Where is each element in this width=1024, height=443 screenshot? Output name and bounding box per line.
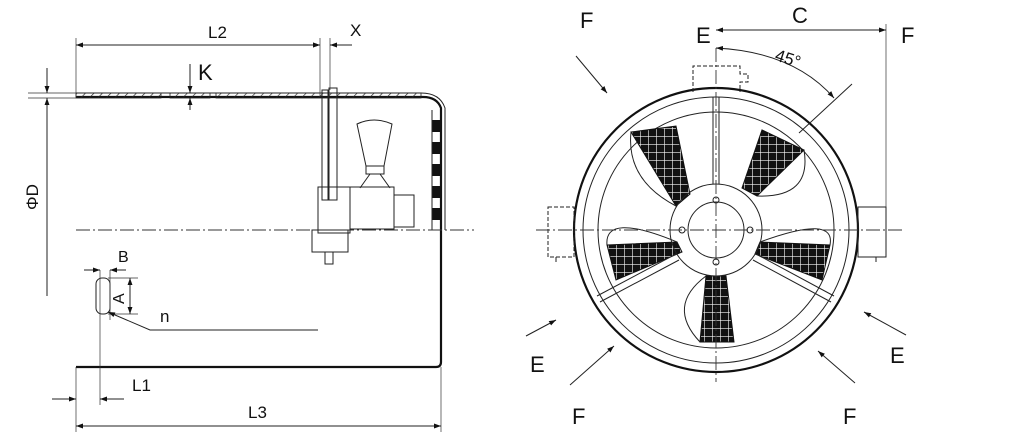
label-B: B [118,249,129,266]
label-K: K [198,60,213,85]
blade-top-left [630,125,691,207]
label-L3: L3 [248,403,267,422]
label-angle-45: 45° [773,46,803,72]
label-A: A [111,293,128,304]
front-view: C 45° E E E F F F F [525,3,914,429]
fan-blades [606,125,831,343]
motor-assembly [311,87,415,265]
label-L2: L2 [208,23,227,42]
label-phi-d: ΦD [23,184,42,210]
label-X: X [350,21,361,40]
side-view: L2 X K ΦD B A n L1 L3 [23,21,474,432]
casing-top-hatch-2 [169,92,211,99]
label-F-bottom-right: F [843,404,856,429]
label-E-left: E [530,352,545,377]
label-E-right: E [890,343,905,368]
label-C: C [792,3,808,28]
flange-right [431,110,441,230]
casing-top-hatch-3 [215,92,422,99]
label-E-top: E [696,23,711,48]
casing-top-hatch [75,92,162,99]
label-L1: L1 [132,376,151,395]
blade-right [754,241,831,281]
label-F-top-right: F [901,23,914,48]
label-F-top-left: F [580,8,593,33]
blade-top-right [741,129,805,197]
mount-left [547,206,575,258]
blade-bottom [699,275,735,343]
label-F-bottom-left: F [572,404,585,429]
blade-left [606,241,683,281]
support-struts [596,97,835,303]
mount-right [857,206,887,258]
casing-outline [76,95,443,369]
label-n: n [160,307,169,326]
